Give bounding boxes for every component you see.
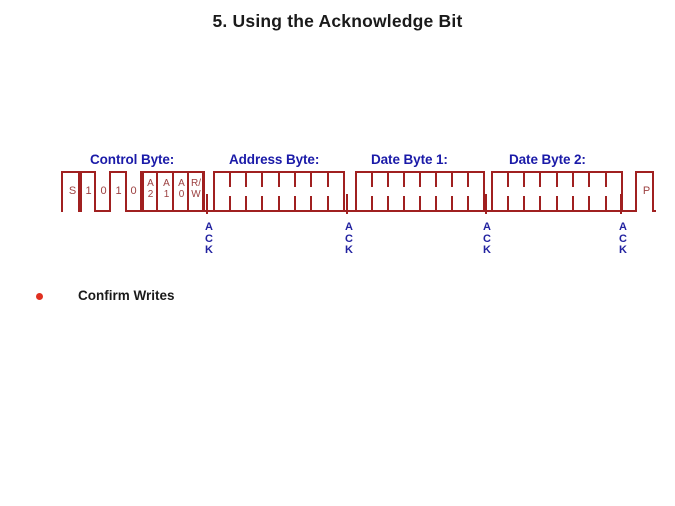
ack-label-control-byte: A C K xyxy=(203,221,215,257)
ack-letter-a: A xyxy=(345,221,353,233)
bit-label-stop: P xyxy=(642,185,651,197)
ack-letter-k: K xyxy=(345,244,353,256)
bullet-list-item: Confirm Writes xyxy=(36,288,336,308)
ack-label-date-byte-2: A C K xyxy=(617,221,629,257)
bit-label-1-b: 1 xyxy=(115,185,122,197)
ack-label-date-byte-1: A C K xyxy=(481,221,493,257)
ack-label-address-byte: A C K xyxy=(343,221,355,257)
ack-letter-c: C xyxy=(483,232,491,245)
bit-label-a1-line1: A xyxy=(163,178,170,189)
bit-label-a2-line1: A xyxy=(147,178,154,189)
bullet-item-label: Confirm Writes xyxy=(78,288,175,303)
waveform-paths xyxy=(61,171,656,214)
ack-letter-k: K xyxy=(619,244,627,256)
stop-bit-waveform xyxy=(635,171,656,212)
bit-label-a1-line2: 1 xyxy=(163,188,170,200)
ack-letter-a: A xyxy=(619,221,627,233)
bit-label-a1: A 1 xyxy=(160,178,173,200)
section-label-control-byte: Control Byte: xyxy=(90,152,175,167)
bit-label-start: S xyxy=(68,185,77,197)
bit-label-1-a: 1 xyxy=(85,185,92,197)
bit-label-a2-line2: 2 xyxy=(147,188,154,200)
bit-label-rw-line1: R/ xyxy=(191,178,201,189)
bit-label-rw-line2: W xyxy=(191,188,201,200)
ack-letter-k: K xyxy=(205,244,213,256)
ack-letter-c: C xyxy=(345,232,353,245)
ack-letter-c: C xyxy=(619,232,627,245)
bit-label-0-b: 0 xyxy=(130,185,137,197)
section-label-date-byte-1: Date Byte 1: xyxy=(371,152,448,167)
section-label-address-byte: Address Byte: xyxy=(229,152,320,167)
ack-letter-a: A xyxy=(205,221,213,233)
page-title: 5. Using the Acknowledge Bit xyxy=(212,11,463,31)
ack-letter-a: A xyxy=(483,221,491,233)
section-label-date-byte-2: Date Byte 2: xyxy=(509,152,586,167)
ack-letter-k: K xyxy=(483,244,491,256)
bit-label-a0-line2: 0 xyxy=(178,188,185,200)
bit-label-a2: A 2 xyxy=(144,178,157,200)
bullet-dot-icon xyxy=(36,293,43,300)
bit-label-0-a: 0 xyxy=(100,185,107,197)
bit-label-read-write: R/ W xyxy=(189,178,203,200)
bit-label-a0-line1: A xyxy=(178,178,185,189)
bit-label-a0: A 0 xyxy=(175,178,188,200)
ack-letter-c: C xyxy=(205,232,213,245)
